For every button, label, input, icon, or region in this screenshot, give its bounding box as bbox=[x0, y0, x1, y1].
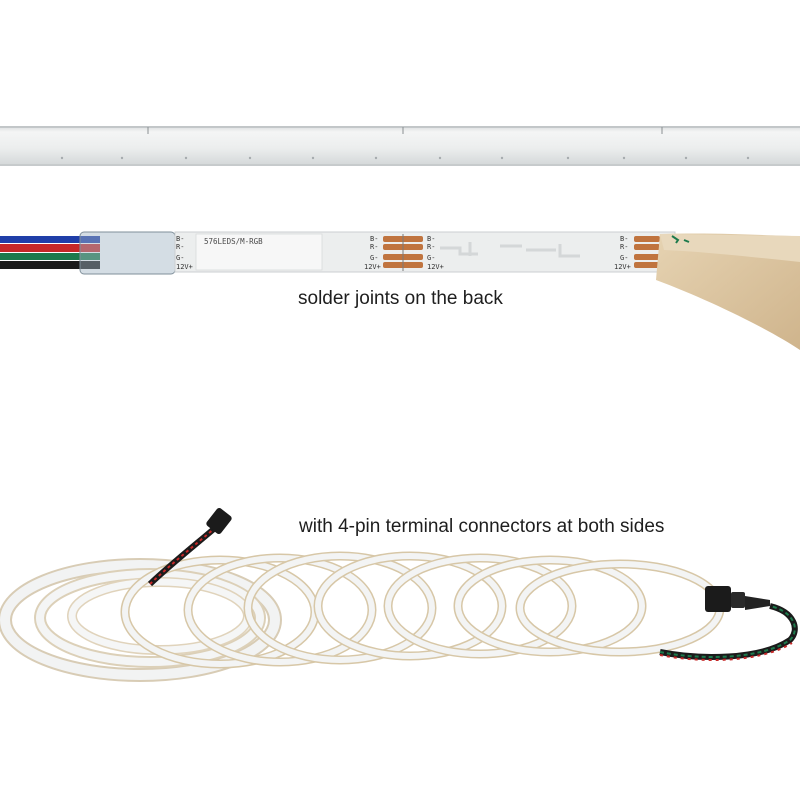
pad-label: B- bbox=[620, 235, 628, 243]
pad-label: R- bbox=[427, 243, 435, 251]
solder-pads-right bbox=[634, 236, 660, 268]
caption-connectors: with 4-pin terminal connectors at both s… bbox=[299, 516, 665, 537]
solder-pads-middle bbox=[383, 234, 423, 271]
pad-label: B- bbox=[370, 235, 378, 243]
strip-back: 576LEDS/M-RGB B- R- G- 12V+ B- R- G- 12V… bbox=[0, 231, 800, 350]
pad-label: B- bbox=[176, 235, 184, 243]
pad-label: R- bbox=[176, 243, 184, 251]
pad-label: 12V+ bbox=[614, 263, 631, 271]
wire-black bbox=[0, 261, 100, 269]
model-print: 576LEDS/M-RGB bbox=[204, 237, 263, 246]
pad-label: G- bbox=[427, 254, 435, 262]
adhesive-backing bbox=[656, 233, 800, 350]
pad-label: R- bbox=[370, 243, 378, 251]
wire-green bbox=[0, 253, 100, 260]
coiled-strip bbox=[0, 508, 798, 682]
pad-label: G- bbox=[620, 254, 628, 262]
left-connector bbox=[147, 508, 232, 587]
pad-label: 12V+ bbox=[364, 263, 381, 271]
wire-blue bbox=[0, 236, 100, 243]
pad-label: B- bbox=[427, 235, 435, 243]
wire-red bbox=[0, 244, 100, 252]
right-connector bbox=[659, 586, 798, 661]
strip-front bbox=[0, 126, 800, 166]
caption-solder-joints: solder joints on the back bbox=[298, 288, 503, 309]
pad-label: 12V+ bbox=[176, 263, 193, 271]
pad-label: G- bbox=[370, 254, 378, 262]
heat-shrink bbox=[80, 232, 175, 274]
pad-label: R- bbox=[620, 243, 628, 251]
pad-label: G- bbox=[176, 254, 184, 262]
pad-label: 12V+ bbox=[427, 263, 444, 271]
led-dots bbox=[60, 156, 750, 160]
wire-bundle bbox=[0, 236, 100, 269]
